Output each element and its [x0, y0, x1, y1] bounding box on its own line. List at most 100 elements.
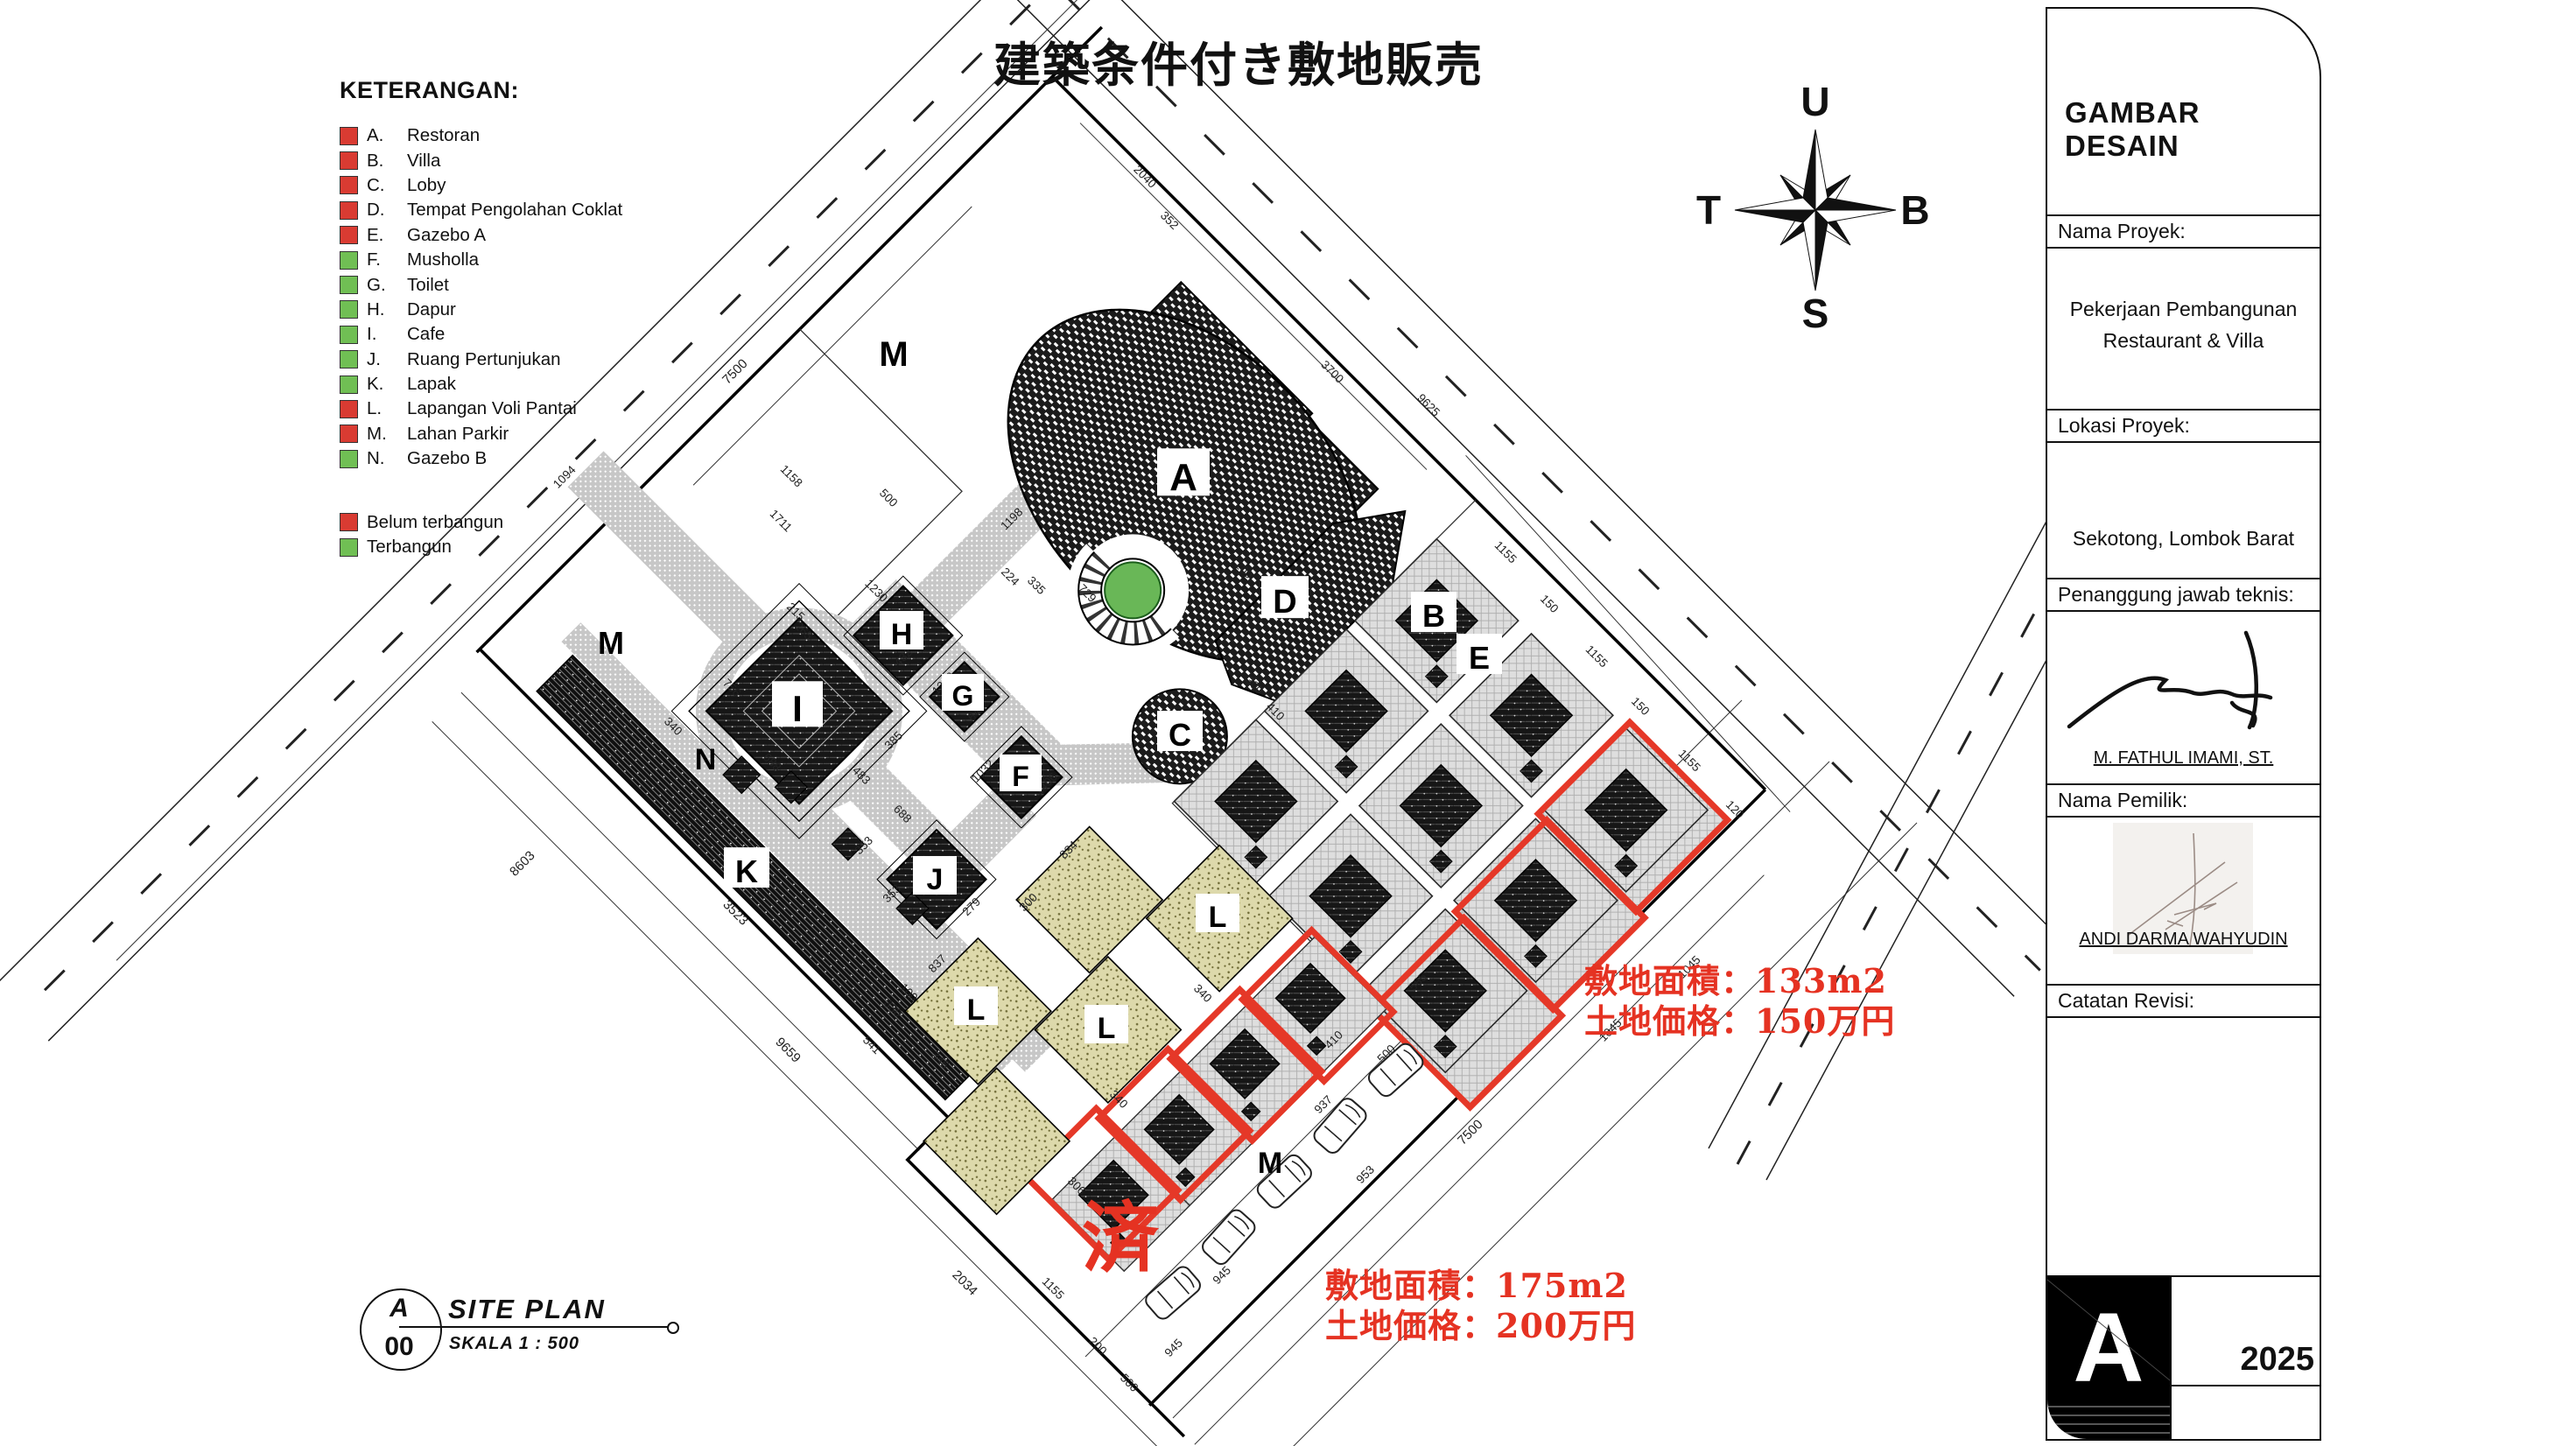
building-label-A: A — [1169, 456, 1197, 499]
title-block-heading: GAMBAR DESAIN — [2065, 96, 2200, 162]
dimension-label: 9625 — [1414, 391, 1442, 419]
building-label-M: M — [1258, 1147, 1282, 1180]
legend-item-label: Lapangan Voli Pantai — [407, 398, 577, 419]
tree-circle — [1067, 534, 1190, 656]
symbol-line — [399, 1326, 669, 1328]
symbol-sheet-number: 00 — [384, 1332, 414, 1361]
building-label-L: L — [967, 993, 986, 1027]
site-boundary — [475, 25, 1767, 1438]
legend-color-swatch-icon — [340, 226, 358, 245]
label-plate — [942, 673, 984, 711]
legend-item: G. Toilet — [340, 272, 622, 297]
sold-stamp: 済 — [1082, 1192, 1160, 1283]
label-plate — [1456, 634, 1502, 675]
legend-item-label: Loby — [407, 174, 446, 195]
price-200: 土地価格：200万円 — [1325, 1305, 1637, 1345]
label-plate — [913, 856, 957, 895]
for-sale-outline-133 — [1367, 718, 1732, 1112]
legend-item: N. Gazebo B — [340, 446, 622, 471]
sheet-letter-box: A — [2047, 1275, 2170, 1439]
legend-status: Belum terbangun Terbangun — [340, 509, 622, 559]
building-label-E: E — [1469, 640, 1490, 676]
legend-item-letter: K. — [367, 374, 384, 395]
label-plate — [1000, 754, 1042, 791]
legend-color-swatch-icon — [340, 151, 358, 171]
dimension-label: 945 — [1211, 1264, 1234, 1288]
dimension-label: 1155 — [1583, 642, 1611, 670]
dimension-label: 9659 — [772, 1035, 804, 1066]
legend-status-label: Terbangun — [367, 537, 452, 558]
legend-item: D. Tempat Pengolahan Coklat — [340, 198, 622, 222]
legend-color-swatch-icon — [340, 350, 358, 369]
legend-item-letter: G. — [367, 274, 386, 295]
revision-label: Catatan Revisi: — [2058, 989, 2194, 1012]
title-block-divider — [2170, 1275, 2172, 1439]
engineer-signature — [2067, 630, 2273, 730]
legend-item-letter: M. — [367, 423, 387, 444]
ne-road — [937, 0, 2067, 997]
location-label: Lokasi Proyek: — [2058, 414, 2190, 437]
building-label-C: C — [1169, 717, 1191, 753]
legend-item: I. Cafe — [340, 322, 622, 347]
legend-item: A. Restoran — [340, 123, 622, 148]
nw-road — [0, 0, 1300, 1042]
building-gazebo-N — [722, 755, 762, 795]
legend-color-swatch-icon — [340, 449, 358, 468]
project-name-label: Nama Proyek: — [2058, 220, 2186, 242]
legend-item-label: Gazebo A — [407, 224, 487, 245]
dimension-label: 945 — [1162, 1337, 1186, 1360]
legend-item: K. Lapak — [340, 372, 622, 397]
dimension-label: 7500 — [1455, 1117, 1486, 1148]
building-label-M: M — [879, 335, 908, 374]
dimension-label: 1155 — [1492, 538, 1520, 565]
dimension-label: 1711 — [768, 507, 795, 534]
label-plate — [1196, 894, 1239, 933]
legend-item-label: Tempat Pengolahan Coklat — [407, 200, 623, 221]
legend-color-swatch-icon — [340, 325, 358, 344]
dimension-label: 340 — [1191, 982, 1215, 1006]
compass-w: T — [1696, 187, 1721, 233]
engineer-name: M. FATHUL IMAMI, ST. — [2093, 748, 2274, 768]
building-label-J: J — [927, 863, 944, 896]
dimension-label: 335 — [1025, 574, 1049, 598]
legend-color-swatch-icon — [340, 537, 358, 557]
label-plate — [1157, 711, 1203, 752]
legend-item-label: Ruang Pertunjukan — [407, 348, 561, 369]
label-plate — [772, 681, 823, 727]
label-plate — [880, 611, 923, 650]
compass-e: B — [1900, 187, 1929, 233]
building-label-F: F — [1012, 761, 1029, 792]
legend-item-label: Lapak — [407, 374, 456, 395]
legend-item-label: Villa — [407, 150, 441, 171]
legend-color-swatch-icon — [340, 399, 358, 418]
building-label-G: G — [952, 680, 974, 712]
project-name-line2: Restaurant & Villa — [2102, 329, 2264, 352]
legend-item-label: Dapur — [407, 298, 456, 319]
legend-color-swatch-icon — [340, 425, 358, 444]
compass-n: U — [1800, 79, 1829, 124]
legend-item-label: Restoran — [407, 125, 481, 146]
label-plate — [724, 847, 769, 888]
legend-color-swatch-icon — [340, 375, 358, 394]
dimension-label: 541 — [860, 1034, 884, 1057]
legend-item-letter: L. — [367, 398, 383, 419]
dimension-label: 150 — [1629, 695, 1653, 719]
building-label-L: L — [1098, 1012, 1116, 1045]
label-plate — [1084, 1005, 1128, 1044]
label-plate — [1261, 576, 1309, 619]
legend-item: E. Gazebo A — [340, 223, 622, 248]
dimension-label: 3523 — [719, 897, 751, 929]
legend-item-letter: H. — [367, 298, 385, 319]
for-sale-outline-175 — [1022, 925, 1398, 1264]
legend-color-swatch-icon — [340, 276, 358, 295]
dimension-label: 500 — [877, 487, 901, 510]
legend-color-swatch-icon — [340, 513, 358, 532]
label-plate — [954, 986, 998, 1026]
building-label-N: N — [695, 743, 717, 776]
sale-row — [1022, 925, 1428, 1323]
owner-label: Nama Pemilik: — [2058, 789, 2188, 811]
legend-status-label: Belum terbangun — [367, 511, 504, 532]
building-label-I: I — [792, 688, 803, 729]
legend-color-swatch-icon — [340, 176, 358, 195]
